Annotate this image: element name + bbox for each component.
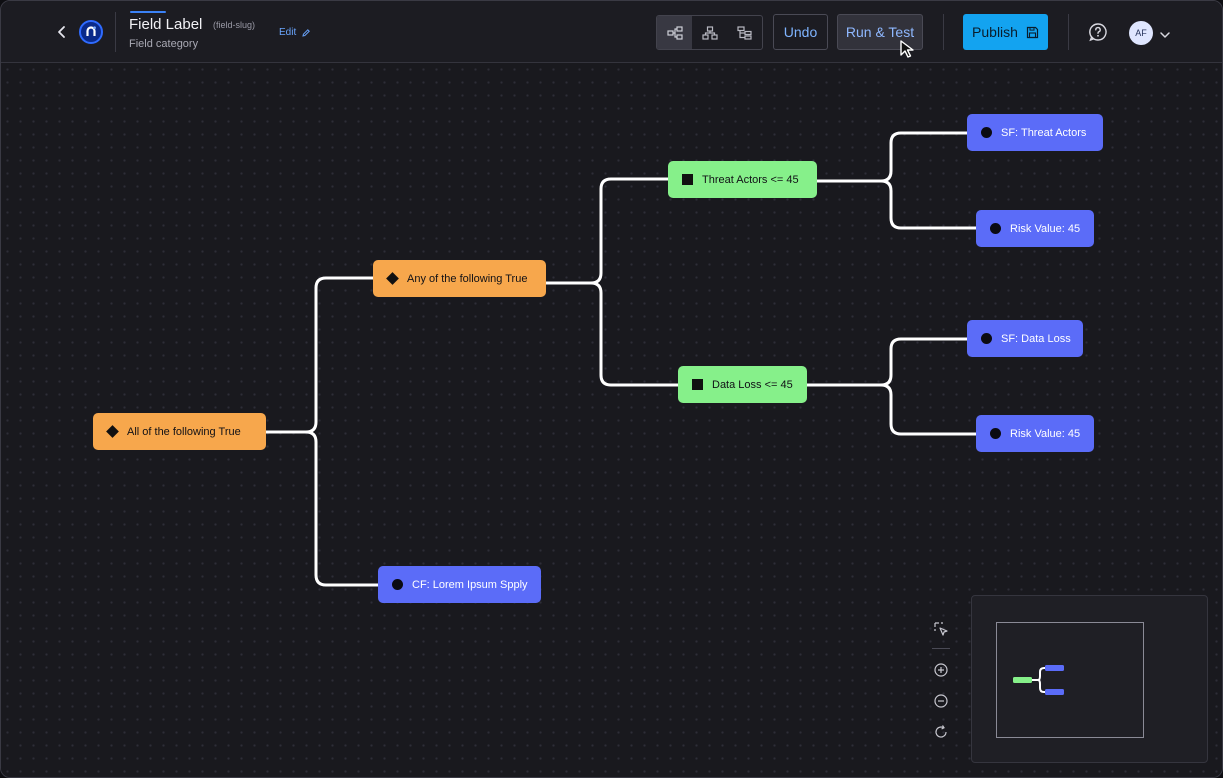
node-label: Any of the following True bbox=[407, 272, 528, 285]
node-label: CF: Lorem Ipsum Spply bbox=[412, 578, 528, 591]
publish-label: Publish bbox=[972, 24, 1018, 40]
toolbar-divider bbox=[932, 648, 950, 649]
node-risk-value-1[interactable]: Risk Value: 45 bbox=[976, 210, 1094, 247]
diamond-icon bbox=[386, 272, 399, 285]
save-icon bbox=[1026, 26, 1039, 38]
pencil-icon bbox=[302, 28, 311, 37]
diamond-icon bbox=[106, 425, 119, 438]
node-risk-value-2[interactable]: Risk Value: 45 bbox=[976, 415, 1094, 452]
dot-icon bbox=[990, 428, 1001, 439]
node-all-true[interactable]: All of the following True bbox=[93, 413, 266, 450]
node-cf-lorem[interactable]: CF: Lorem Ipsum Spply bbox=[378, 566, 541, 603]
field-slug: (field-slug) bbox=[213, 20, 256, 30]
node-label: SF: Data Loss bbox=[1001, 332, 1071, 345]
zoom-out-icon[interactable] bbox=[930, 690, 952, 712]
run-test-button[interactable]: Run & Test bbox=[837, 14, 923, 50]
undo-button[interactable]: Undo bbox=[773, 14, 828, 50]
connector-lines bbox=[264, 131, 978, 587]
select-area-icon[interactable] bbox=[930, 618, 952, 640]
dot-icon bbox=[990, 223, 1001, 234]
node-label: Risk Value: 45 bbox=[1010, 427, 1081, 440]
hierarchy-view-icon[interactable] bbox=[692, 16, 727, 49]
node-label: Risk Value: 45 bbox=[1010, 222, 1081, 235]
chevron-down-icon[interactable] bbox=[1159, 27, 1171, 45]
back-arrow-icon[interactable] bbox=[53, 22, 71, 42]
flow-canvas[interactable]: All of the following True Any of the fol… bbox=[1, 63, 1222, 777]
view-mode-toggle bbox=[656, 15, 763, 50]
header-divider bbox=[1068, 14, 1069, 50]
tree-view-icon[interactable] bbox=[657, 16, 692, 49]
node-label: Data Loss <= 45 bbox=[712, 378, 793, 391]
dot-icon bbox=[981, 127, 992, 138]
dot-icon bbox=[981, 333, 992, 344]
mouse-cursor-icon bbox=[899, 39, 917, 64]
minimap[interactable] bbox=[971, 595, 1208, 763]
edit-button[interactable]: Edit bbox=[279, 27, 311, 38]
field-label-title: Field Label bbox=[129, 16, 203, 33]
node-sf-data-loss[interactable]: SF: Data Loss bbox=[967, 320, 1083, 357]
title-accent-bar bbox=[130, 11, 166, 13]
square-icon bbox=[692, 379, 703, 390]
app-logo-icon bbox=[79, 20, 103, 44]
user-avatar[interactable]: AF bbox=[1129, 21, 1153, 45]
dot-icon bbox=[392, 579, 403, 590]
square-icon bbox=[682, 174, 693, 185]
node-sf-threat-actors[interactable]: SF: Threat Actors bbox=[967, 114, 1103, 151]
header-divider bbox=[115, 12, 116, 52]
node-data-loss[interactable]: Data Loss <= 45 bbox=[678, 366, 807, 403]
publish-button[interactable]: Publish bbox=[963, 14, 1048, 50]
minimap-viewport[interactable] bbox=[996, 622, 1144, 738]
node-label: Threat Actors <= 45 bbox=[702, 173, 799, 186]
node-label: SF: Threat Actors bbox=[1001, 126, 1087, 139]
help-icon[interactable] bbox=[1088, 22, 1108, 47]
list-view-icon[interactable] bbox=[727, 16, 762, 49]
minimap-graph bbox=[1013, 665, 1064, 695]
edit-label: Edit bbox=[279, 27, 297, 38]
zoom-in-icon[interactable] bbox=[930, 659, 952, 681]
node-threat-actors[interactable]: Threat Actors <= 45 bbox=[668, 161, 817, 198]
field-category: Field category bbox=[129, 38, 199, 50]
reset-view-icon[interactable] bbox=[930, 721, 952, 743]
node-any-true[interactable]: Any of the following True bbox=[373, 260, 546, 297]
node-label: All of the following True bbox=[127, 425, 241, 438]
header-divider bbox=[943, 14, 944, 50]
top-bar: Field Label (field-slug) Edit Field cate… bbox=[1, 1, 1222, 63]
